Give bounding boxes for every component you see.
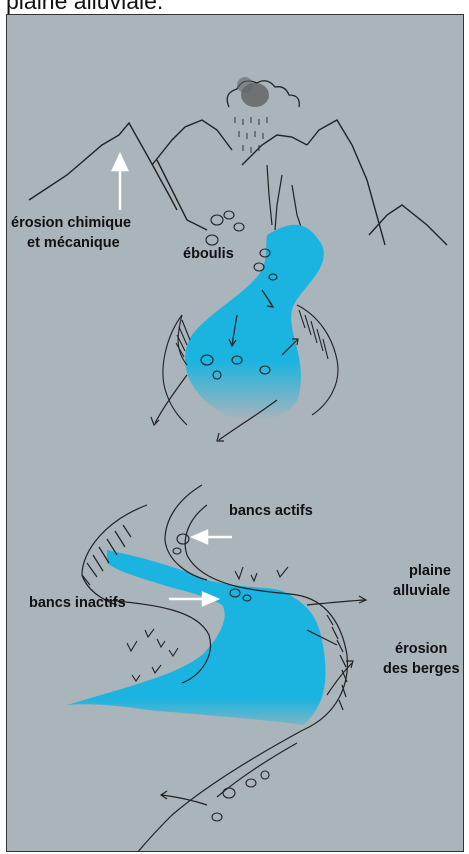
label-plaine: plaine (409, 563, 451, 579)
label-bancs-actifs: bancs actifs (229, 503, 313, 519)
label-et-mecanique: et mécanique (27, 235, 120, 251)
label-des-berges: des berges (383, 661, 460, 677)
diagram-panel: érosion chimique et mécanique éboulis ba… (6, 14, 464, 852)
figure-caption: plaine alluviale. (6, 0, 163, 15)
rain-icon (235, 117, 267, 153)
cloud-icon (227, 77, 299, 107)
label-erosion-chimique: érosion chimique (11, 215, 131, 231)
label-erosion: érosion (395, 641, 447, 657)
label-bancs-inactifs: bancs inactifs (29, 595, 126, 611)
label-eboulis: éboulis (183, 246, 234, 262)
label-alluviale: alluviale (393, 583, 450, 599)
river-diagram: érosion chimique et mécanique éboulis ba… (7, 15, 464, 852)
